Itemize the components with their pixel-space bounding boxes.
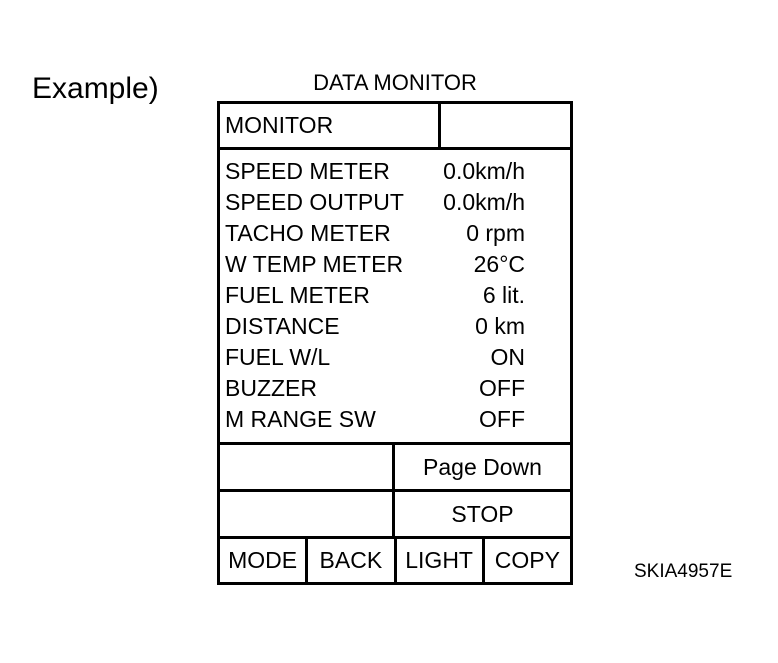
data-monitor-screen: MONITOR SPEED METER 0.0km/h SPEED OUTPUT… <box>217 101 573 585</box>
data-row-value: OFF <box>479 375 525 401</box>
data-row-label: M RANGE SW <box>225 406 376 432</box>
figure-code-caption: SKIA4957E <box>634 561 733 582</box>
data-row-label: TACHO METER <box>225 220 391 246</box>
data-row: DISTANCE 0 km <box>220 311 570 342</box>
example-label: Example) <box>32 72 159 105</box>
data-row-value: ON <box>490 344 526 370</box>
data-row: SPEED METER 0.0km/h <box>220 156 570 187</box>
data-row: M RANGE SW OFF <box>220 404 570 435</box>
monitor-header-row: MONITOR <box>220 104 570 150</box>
data-row-value: 0.0km/h <box>443 189 525 215</box>
monitor-data-list: SPEED METER 0.0km/h SPEED OUTPUT 0.0km/h… <box>220 150 570 445</box>
data-row-value: 0.0km/h <box>443 158 525 184</box>
data-row-value: 0 km <box>475 313 525 339</box>
data-row-label: FUEL METER <box>225 282 370 308</box>
data-row: SPEED OUTPUT 0.0km/h <box>220 187 570 218</box>
data-row-label: W TEMP METER <box>225 251 404 277</box>
monitor-header-value <box>441 104 570 147</box>
data-row: TACHO METER 0 rpm <box>220 218 570 249</box>
bottom-button-bar: MODE BACK LIGHT COPY <box>220 539 570 582</box>
data-row-label: SPEED METER <box>225 158 390 184</box>
mode-button[interactable]: MODE <box>220 539 309 582</box>
data-row-value: 26°C <box>473 251 525 277</box>
data-row-value: 0 rpm <box>466 220 525 246</box>
data-row: FUEL W/L ON <box>220 342 570 373</box>
data-row-label: SPEED OUTPUT <box>225 189 404 215</box>
data-row-value: 6 lit. <box>482 282 525 308</box>
data-row-label: DISTANCE <box>225 313 340 339</box>
stop-button[interactable]: STOP <box>451 500 514 527</box>
screen-title: DATA MONITOR <box>313 70 477 95</box>
page-down-button[interactable]: Page Down <box>423 453 542 480</box>
softkey-row-stop: STOP <box>220 492 570 539</box>
data-row: FUEL METER 6 lit. <box>220 280 570 311</box>
light-button[interactable]: LIGHT <box>397 539 485 582</box>
data-row-value: OFF <box>479 406 525 432</box>
back-button[interactable]: BACK <box>308 539 397 582</box>
softkey-blank-cell <box>220 492 395 536</box>
softkey-row-page-down: Page Down <box>220 445 570 492</box>
data-row: W TEMP METER 26°C <box>220 249 570 280</box>
monitor-header-label: MONITOR <box>220 104 441 147</box>
copy-button[interactable]: COPY <box>494 547 560 573</box>
softkey-blank-cell <box>220 445 395 489</box>
data-row-label: BUZZER <box>225 375 317 401</box>
data-row: BUZZER OFF <box>220 373 570 404</box>
data-row-label: FUEL W/L <box>225 344 331 370</box>
